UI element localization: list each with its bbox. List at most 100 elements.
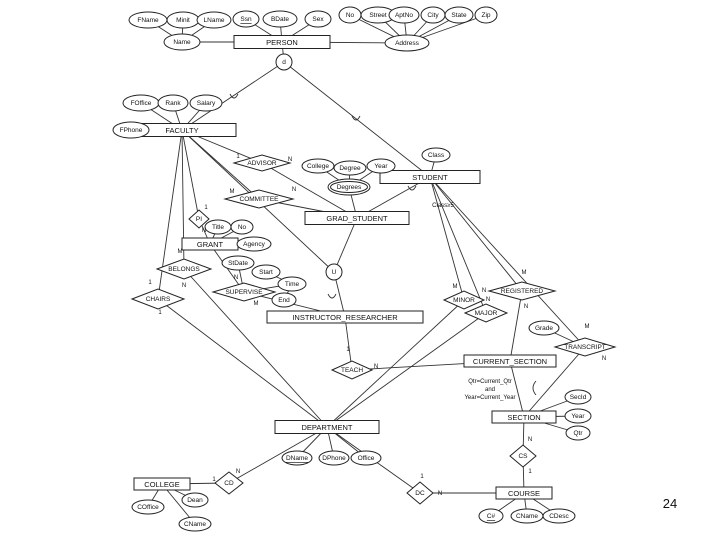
specialization-label: U (332, 269, 337, 276)
relationship-label: TRANSCRIPT (564, 344, 606, 351)
cardinality-label: N (292, 187, 296, 193)
attribute-cname-course: CName (510, 508, 544, 524)
attribute-label: Zip (481, 12, 490, 19)
cardinality-label: 1 (148, 280, 152, 286)
edge-registered-current-section (509, 290, 523, 362)
attribute-label: Ssn (240, 16, 252, 23)
attribute-label: Grade (535, 325, 553, 332)
attribute-degree: Degree (333, 160, 367, 176)
attribute-label: Year (571, 413, 585, 420)
cardinality-label: 1 (528, 469, 532, 475)
subset-mark (532, 380, 537, 396)
entity-current-section: CURRENT_SECTION (463, 354, 557, 368)
attribute-label: Degree (339, 165, 361, 172)
entity-label: GRAD_STUDENT (326, 214, 388, 223)
attribute-time: Time (277, 276, 307, 292)
attribute-college-attr: College (301, 158, 335, 174)
attribute-label: CName (516, 513, 538, 520)
diagram-nodes: PERSONFACULTYSTUDENTGRAD_STUDENTGRANTINS… (112, 6, 617, 532)
attribute-label: End (278, 297, 290, 304)
relationship-cd: CD (214, 471, 244, 495)
attribute-sex: Sex (304, 10, 332, 28)
attribute-class: Class (421, 147, 451, 163)
entity-label: STUDENT (412, 173, 448, 182)
entity-label: FACULTY (165, 126, 198, 135)
cardinality-label: 1 (212, 477, 216, 483)
attribute-label: Class (428, 152, 445, 159)
cardinality-label: 1 (420, 474, 424, 480)
relationship-label: DC (415, 490, 425, 497)
attribute-label: Office (358, 455, 375, 462)
annotation-line: Year=Current_Year (464, 395, 515, 401)
edge-student-minor (429, 176, 465, 301)
entity-department: DEPARTMENT (274, 420, 380, 434)
attribute-label: CDesc (549, 513, 569, 520)
annotation-line: Class≥5 (432, 203, 454, 209)
edge-student-transcript (429, 176, 586, 348)
cardinality-label: M (522, 270, 527, 276)
attribute-start: Start (251, 264, 281, 280)
specialization-label: d (282, 59, 286, 66)
cardinality-label: N (288, 157, 292, 163)
relationship-cs: CS (509, 444, 537, 468)
relationship-minor: MINOR (442, 290, 486, 310)
relationship-label: MINOR (453, 297, 475, 304)
entity-label: CURRENT_SECTION (473, 357, 547, 366)
attribute-label: Dean (187, 497, 203, 504)
attribute-bdate: BDate (262, 10, 298, 28)
attribute-cnum: C# (478, 508, 504, 524)
relationship-label: TEACH (341, 367, 363, 374)
attribute-cname: CName (178, 516, 212, 532)
specialization-spec-d: d (275, 53, 293, 71)
attribute-label: Time (285, 281, 300, 288)
cardinality-label: 1 (204, 205, 208, 211)
attribute-label: No (346, 12, 355, 19)
relationship-transcript: TRANSCRIPT (553, 337, 617, 357)
relationship-supervise: SUPERVISE (211, 282, 277, 302)
relationship-label: CHAIRS (146, 296, 171, 303)
attribute-coffice: COffice (131, 499, 165, 515)
relationship-major: MAJOR (463, 303, 509, 323)
attribute-dean: Dean (181, 492, 209, 508)
attribute-label: Qtr (573, 430, 583, 437)
entity-student: STUDENT (379, 170, 481, 184)
cardinality-label: M (585, 324, 590, 330)
attribute-dphone: DPhone (318, 450, 350, 466)
cardinality-label: N (234, 275, 238, 281)
edge-faculty-pi (181, 129, 200, 220)
attribute-lname: LName (196, 11, 232, 29)
attribute-secid: SecId (564, 389, 592, 405)
cardinality-label: N (182, 283, 186, 289)
edge-grad-student-spec-u (333, 217, 358, 273)
cardinality-label: M (254, 301, 259, 307)
attribute-label: BDate (271, 16, 289, 23)
attribute-city: City (420, 6, 446, 24)
attribute-office: Office (350, 450, 382, 466)
attribute-fname: FName (128, 11, 168, 29)
attribute-label: Rank (165, 100, 181, 107)
attribute-label: Title (212, 224, 224, 231)
attribute-sec-year: Year (564, 408, 592, 424)
attribute-label: Salary (197, 100, 216, 107)
entity-college: COLLEGE (133, 477, 191, 491)
attribute-label: Street (369, 12, 387, 19)
attribute-label: DPhone (322, 455, 346, 462)
edge-department-cd (228, 426, 328, 484)
attribute-dname: DName (281, 450, 313, 466)
edge-chairs-department (157, 298, 328, 428)
entity-label: COLLEGE (144, 480, 179, 489)
relationship-teach: TEACH (330, 360, 374, 380)
relationship-label: MAJOR (475, 310, 498, 317)
attribute-fphone: FPhone (112, 121, 150, 139)
attribute-ssn: Ssn (232, 10, 260, 28)
attribute-label: Start (259, 269, 273, 276)
attribute-label: SecId (570, 394, 587, 401)
relationship-advisor: ADVISOR (232, 154, 292, 172)
attribute-aptno: AptNo (388, 6, 420, 24)
cardinality-label: N (528, 437, 532, 443)
attribute-label: No (238, 224, 247, 231)
entity-grad-student: GRAD_STUDENT (304, 211, 410, 225)
attribute-label: State (451, 12, 467, 19)
entity-person: PERSON (233, 35, 331, 49)
attribute-degrees: Degrees (327, 178, 371, 196)
